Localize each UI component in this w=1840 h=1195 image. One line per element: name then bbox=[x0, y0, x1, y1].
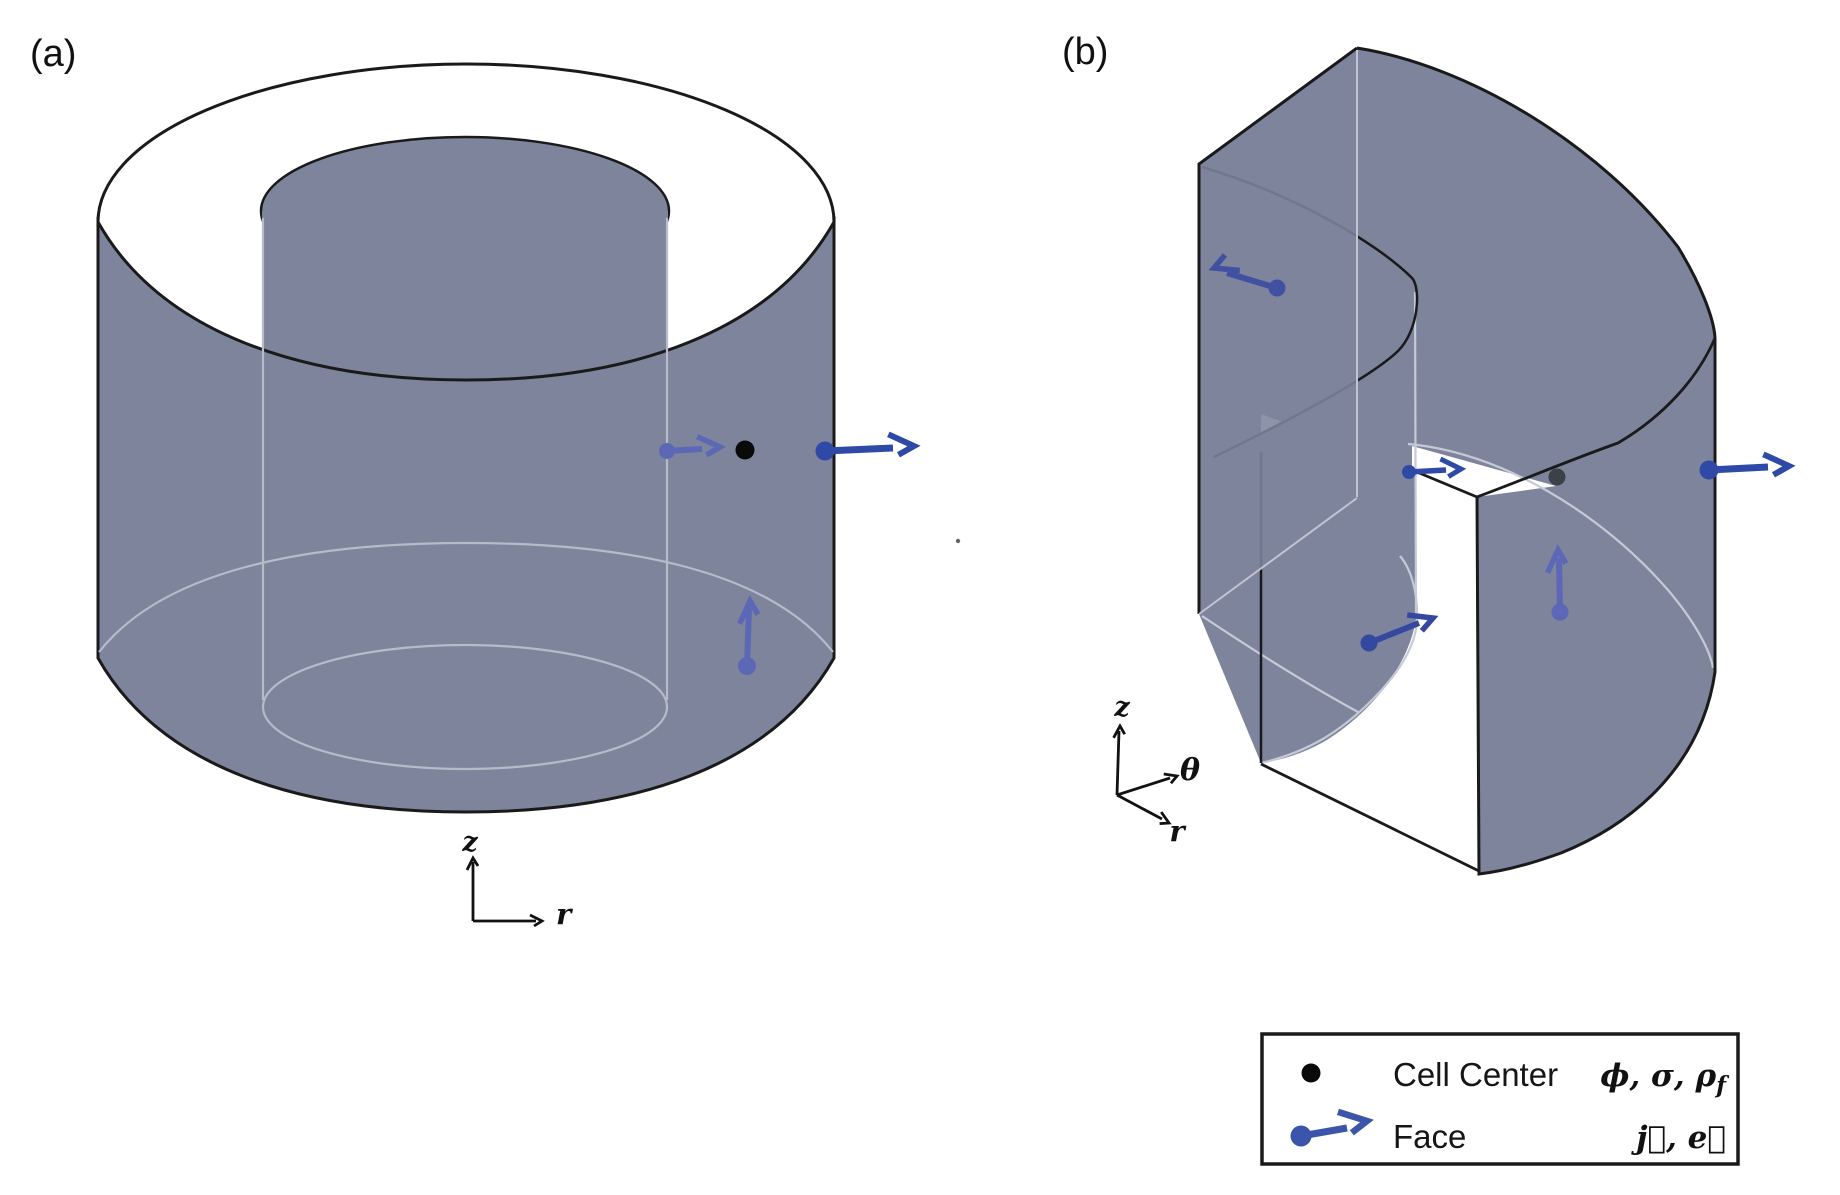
z-axis-label-a: z bbox=[461, 827, 478, 858]
legend: Cell Center ϕ, σ, ρf Face j⃗, e⃗ bbox=[1260, 1032, 1740, 1166]
outer-silhouette-b bbox=[1356, 46, 1717, 876]
axes-b bbox=[1112, 723, 1180, 826]
theta-cut-face-outline-b bbox=[1197, 46, 1358, 614]
z-axis-b bbox=[1115, 730, 1121, 796]
face-arrow-z-b bbox=[1545, 544, 1569, 621]
hidden-edges-b bbox=[1201, 291, 1715, 765]
face-arrow-inner-r-a bbox=[659, 434, 726, 459]
inner-bottom-rim-a bbox=[261, 643, 669, 771]
legend-face-arrow bbox=[1290, 1108, 1374, 1147]
inner-bottom-rim-b bbox=[1260, 555, 1419, 765]
face-arrow-inner-r-b bbox=[1360, 612, 1439, 652]
stray-dot bbox=[955, 538, 961, 544]
face-arrow-theta-notch-b bbox=[1402, 456, 1467, 479]
face-arrow-theta-left-b bbox=[1208, 253, 1286, 297]
theta-cut-face-b bbox=[1199, 48, 1357, 614]
face-arrow-z-a bbox=[737, 595, 761, 675]
panel-a-cylinder bbox=[96, 62, 921, 814]
r-axis-arrowhead bbox=[1159, 811, 1172, 826]
inner-wall-right-edge-b bbox=[1413, 291, 1418, 619]
legend-face-label: Face bbox=[1393, 1118, 1466, 1155]
outer-top-front-rim-b bbox=[1476, 337, 1717, 499]
outer-wall-a bbox=[96, 216, 836, 814]
notch-bottom-edge-b bbox=[1260, 762, 1480, 873]
cell-center-dot-b bbox=[1548, 468, 1566, 486]
r-axis-b bbox=[1116, 793, 1163, 821]
legend-cell-center-symbols: ϕ, σ, ρf bbox=[1600, 1058, 1730, 1099]
z-axis-arrowhead bbox=[465, 855, 480, 871]
bottom-rim-through-face-b bbox=[1201, 615, 1359, 713]
z-axis-label-b: z bbox=[1113, 692, 1130, 723]
theta-axis-arrowhead bbox=[1163, 772, 1180, 785]
panel-b-label: (b) bbox=[1062, 31, 1108, 73]
r-axis-label-b: r bbox=[1169, 814, 1187, 848]
legend-cell-center-label: Cell Center bbox=[1393, 1056, 1558, 1093]
panel-b-wedge bbox=[955, 46, 1796, 876]
face-arrow-outer-r-a bbox=[815, 431, 921, 461]
cell-center-dot-a bbox=[735, 440, 755, 460]
outer-bottom-back-rim-a bbox=[98, 541, 834, 653]
axes-a bbox=[465, 855, 545, 928]
theta-axis-label-b: θ bbox=[1180, 753, 1200, 788]
notch-top-edge-b bbox=[1411, 468, 1478, 499]
legend-box bbox=[1260, 1032, 1740, 1166]
outer-bottom-back-rim-b bbox=[1407, 442, 1715, 669]
theta-axis-b bbox=[1116, 776, 1171, 797]
legend-cell-center-dot bbox=[1301, 1063, 1321, 1083]
face-arrow-outer-r-b bbox=[1699, 451, 1796, 480]
r-axis-label-a: r bbox=[556, 897, 574, 931]
legend-face-symbols: j⃗, e⃗ bbox=[1630, 1120, 1726, 1156]
r-axis-arrowhead bbox=[529, 913, 545, 928]
theta-cut-face-light-edges-b bbox=[1198, 50, 1358, 615]
panel-a-label: (a) bbox=[30, 33, 76, 75]
z-axis-arrowhead bbox=[1112, 723, 1126, 739]
